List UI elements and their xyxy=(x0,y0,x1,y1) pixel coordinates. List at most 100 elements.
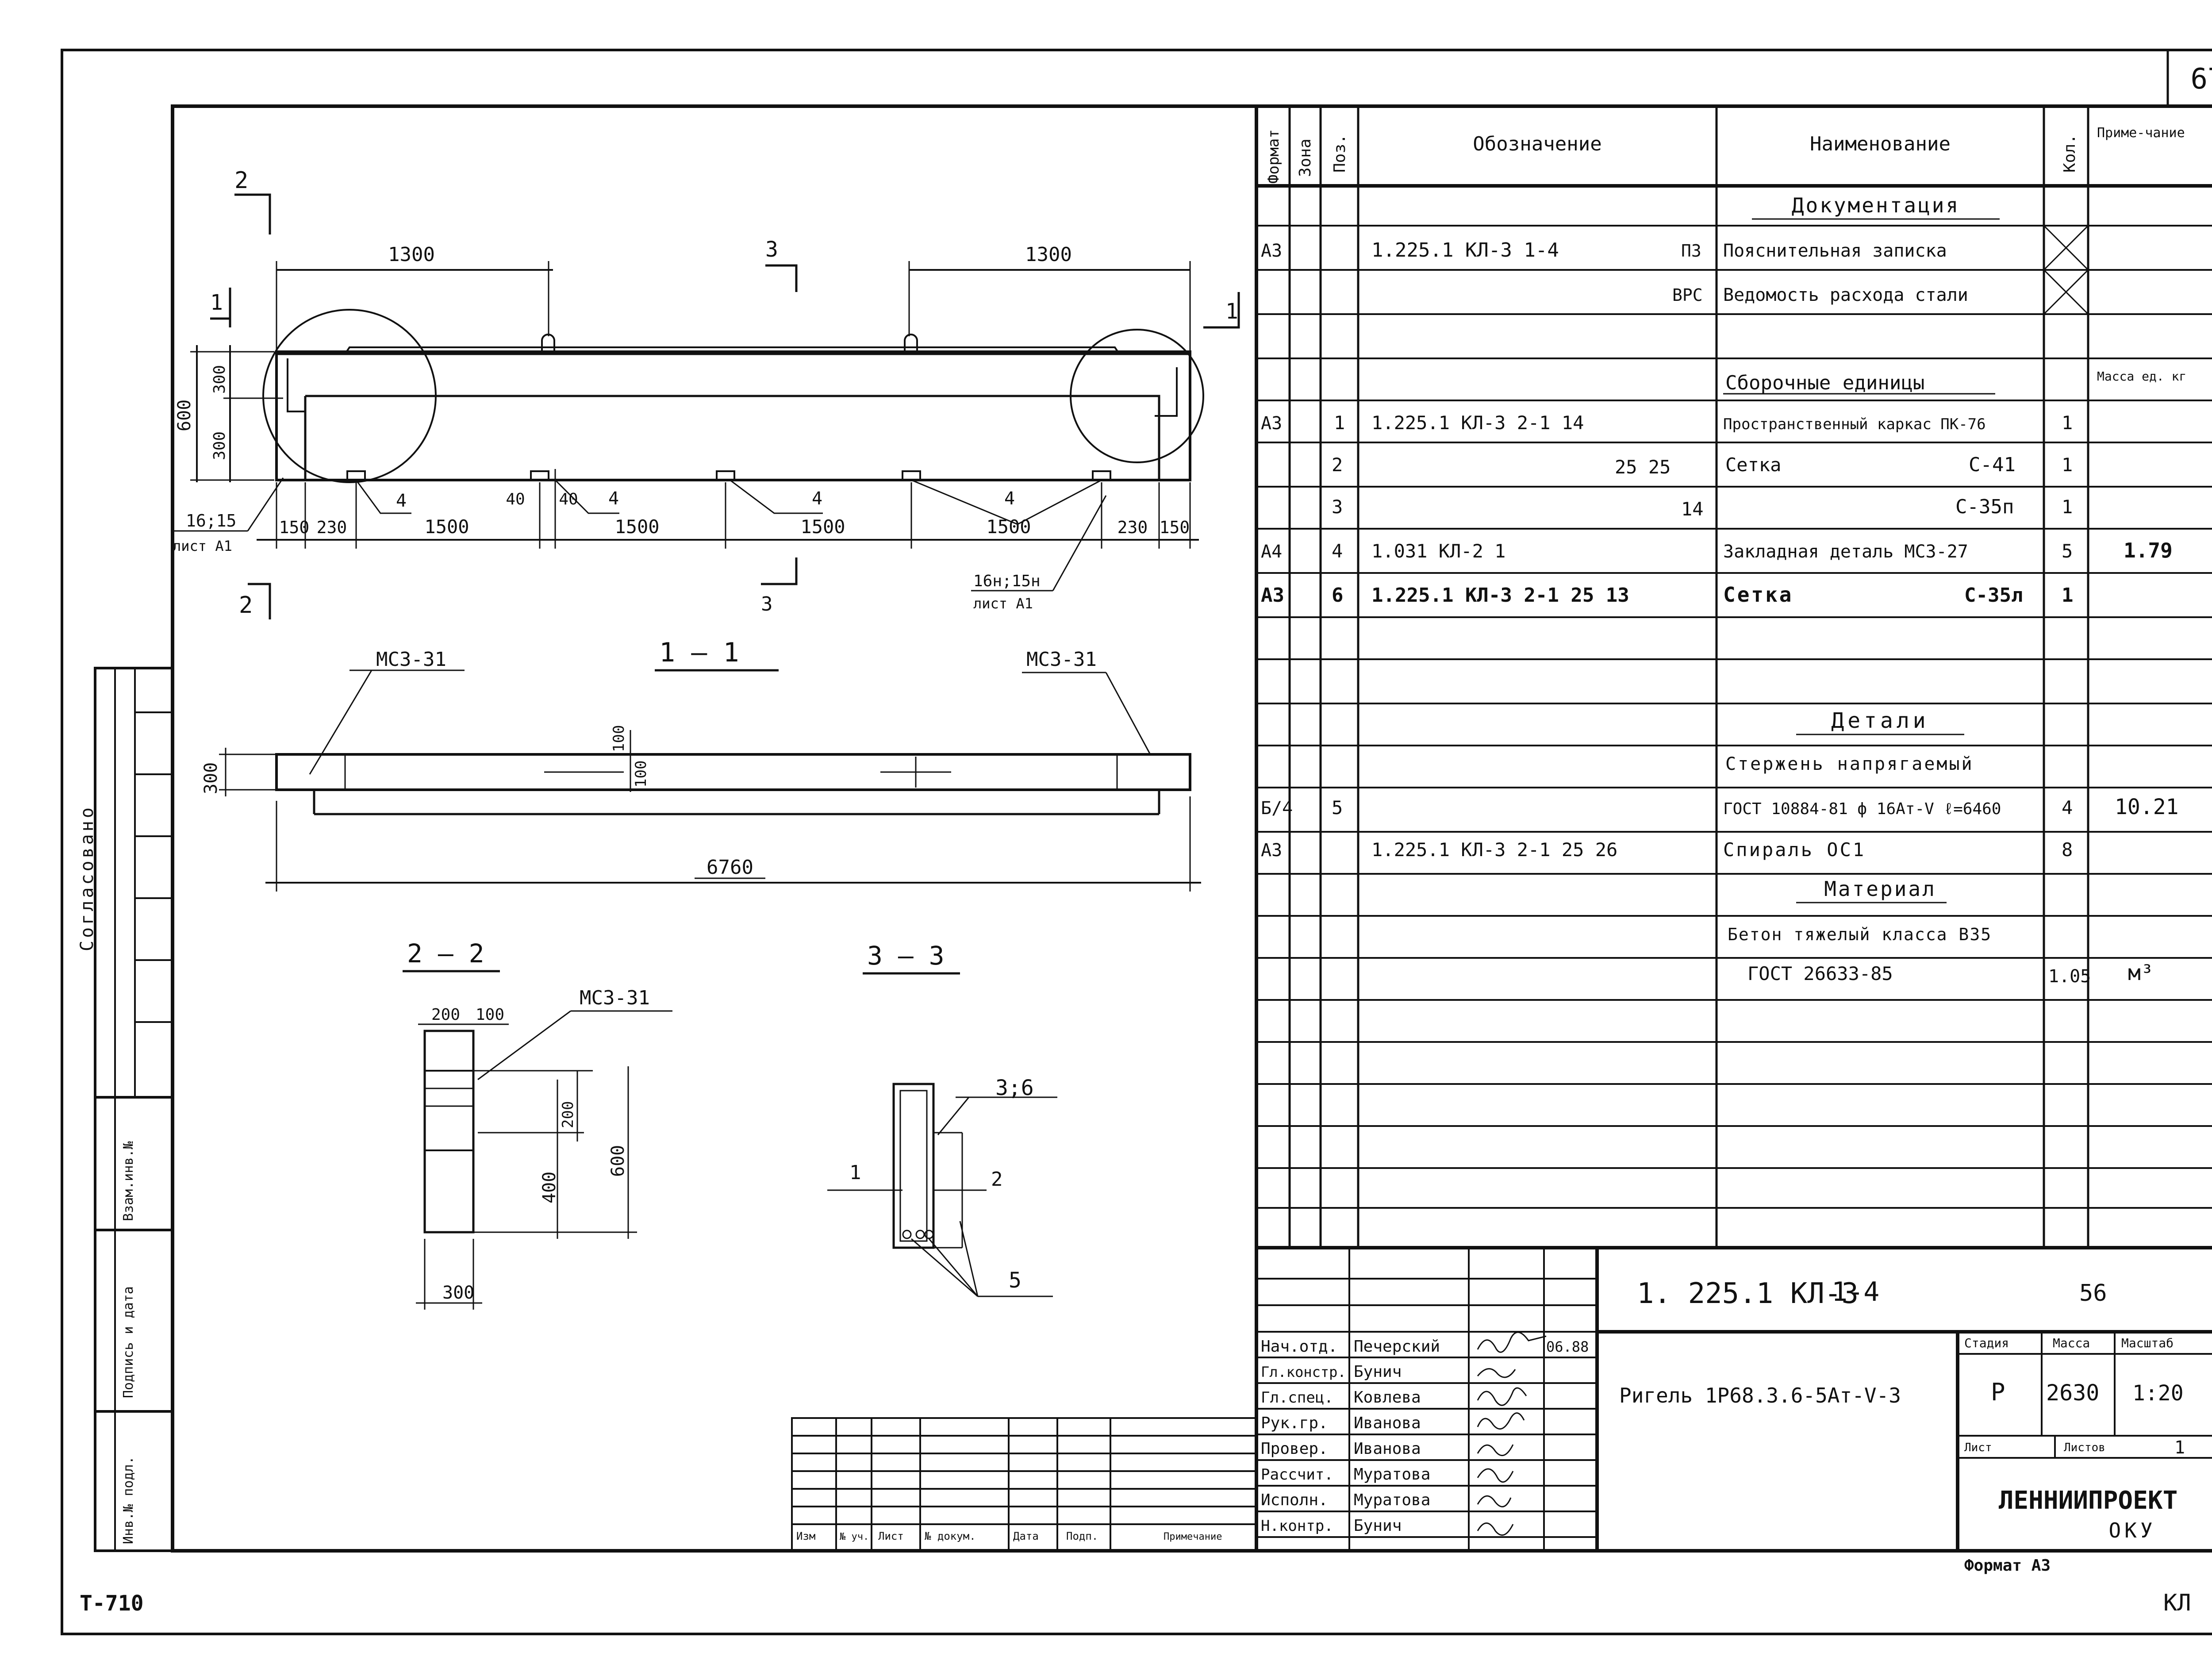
name-7: Бунич xyxy=(1354,1517,1402,1535)
sheet-label: Лист xyxy=(1964,1441,1992,1454)
callout-right-sheet: лист А1 xyxy=(973,595,1033,612)
rev-h-izm: Изм xyxy=(796,1530,815,1542)
dept-name: ОКУ xyxy=(2108,1518,2156,1542)
dim-1500-b: 1500 xyxy=(614,516,659,538)
name-0: Печерский xyxy=(1354,1338,1440,1356)
name-3: Иванова xyxy=(1354,1414,1421,1432)
callout-left: 16;15 xyxy=(186,511,236,530)
s33-2: 2 xyxy=(991,1168,1003,1191)
dim-1500-a: 1500 xyxy=(424,516,469,538)
section-material: Материал xyxy=(1824,877,1936,901)
det3-designation: 1.225.1 КЛ-3 2-1 25 26 xyxy=(1371,839,1617,861)
s33-36: 3;6 xyxy=(995,1076,1034,1100)
callout-right: 16н;15н xyxy=(973,572,1041,590)
det1-name: Стержень напрягаемый xyxy=(1725,754,1974,774)
title-block: Изм № уч. Лист № докум. Дата Подп. Приме… xyxy=(791,1246,2212,1552)
section-documentation: Документация xyxy=(1792,193,1960,217)
asm2-sub: С-41 xyxy=(1969,454,2016,476)
rev-h-uch: № уч. xyxy=(839,1531,869,1542)
mat2-name: ГОСТ 26633-85 xyxy=(1747,963,1893,984)
asm2-name: Сетка xyxy=(1725,454,1781,476)
asm5-designation: 1.225.1 КЛ-3 2-1 25 13 xyxy=(1371,584,1629,607)
signatures xyxy=(1477,1331,1547,1536)
dim-230-left: 230 xyxy=(317,518,347,537)
pos4-label-a: 4 xyxy=(396,491,407,511)
sheet-number: 67 xyxy=(2190,63,2212,96)
name-2: Ковлева xyxy=(1354,1388,1421,1407)
section-2-2: 2 — 2 200 100 МС3-31 200 400 600 300 xyxy=(403,938,672,1310)
mat1-name: Бетон тяжелый класса В35 xyxy=(1728,925,1992,944)
sheets-label: Листов xyxy=(2064,1441,2105,1454)
document-code: 1. 225.1 КЛ-3 xyxy=(1637,1277,1859,1310)
asm4-designation: 1.031 КЛ-2 1 xyxy=(1371,540,1505,562)
side-stamp: Согласовано Взам.инв.№ Подпись и дата Ин… xyxy=(77,667,174,1552)
asm1-format: А3 xyxy=(1261,413,1282,434)
s33-5: 5 xyxy=(1009,1268,1022,1293)
asm3-sub: С-35п xyxy=(1955,496,2014,518)
dim-1300-right: 1300 xyxy=(1025,243,1072,266)
section-1-right: 1 xyxy=(1225,299,1238,324)
s11-dim-100-b: 100 xyxy=(632,761,650,788)
role-0: Нач.отд. xyxy=(1261,1338,1337,1356)
name-5: Муратова xyxy=(1354,1465,1430,1484)
section-11-title: 1 — 1 xyxy=(659,637,739,668)
asm2-designation: 25 25 xyxy=(1615,456,1671,478)
rev-h-sign: Подп. xyxy=(1066,1530,1098,1542)
product-name: Ригель 1Р68.3.6-5Ат-V-3 xyxy=(1619,1384,1901,1407)
s11-mark-right: МС3-31 xyxy=(1026,648,1097,671)
asm5-qty: 1 xyxy=(2062,584,2074,607)
rev-h-doc: № докум. xyxy=(925,1530,976,1542)
doc1-name: Пояснительная записка xyxy=(1723,241,1947,261)
mat2-qty: 1.05 xyxy=(2048,966,2091,987)
rev-h-date: Дата xyxy=(1013,1530,1039,1542)
doc2-name: Ведомость расхода стали xyxy=(1723,285,1968,305)
scale-header: Масштаб xyxy=(2121,1336,2174,1350)
det2-note: 10.21 xyxy=(2115,795,2179,819)
bottom-right-code: КЛ xyxy=(2163,1590,2191,1616)
detail-circle-right xyxy=(1070,329,1204,463)
outer-frame xyxy=(61,49,2212,1635)
asm3-qty: 1 xyxy=(2062,496,2073,518)
asm2-qty: 1 xyxy=(2062,454,2073,476)
dim-1300-left: 1300 xyxy=(388,243,435,266)
doc1-format: А3 xyxy=(1261,241,1282,261)
det3-name: Спираль ОС1 xyxy=(1723,839,1866,861)
asm4-note: 1.79 xyxy=(2124,538,2173,562)
asm1-designation: 1.225.1 КЛ-3 2-1 14 xyxy=(1371,412,1584,434)
bottom-left-code: Т-710 xyxy=(80,1591,144,1616)
doc1-code: ПЗ xyxy=(1681,241,1701,261)
header-name: Наименование xyxy=(1810,133,1951,155)
asm5-sub: С-35л xyxy=(1964,584,2023,607)
header-pos: Поз. xyxy=(1331,134,1349,173)
pos4-label-c: 4 xyxy=(812,488,822,509)
dim-230-right: 230 xyxy=(1118,518,1148,537)
section-1-1: 1 — 1 МС3-31 МС3-31 300 100 100 6760 xyxy=(201,637,1201,892)
mass-value: 2630 xyxy=(2046,1380,2099,1406)
stage-value: Р xyxy=(1991,1378,2005,1406)
format-label: Формат А3 xyxy=(1964,1557,2051,1575)
callout-left-sheet: лист А1 xyxy=(173,538,232,554)
det2-qty: 4 xyxy=(2062,797,2073,819)
dim-600: 600 xyxy=(174,400,195,431)
section-3-3: 3 — 3 3;6 1 2 5 xyxy=(827,941,1057,1297)
header-format: Формат xyxy=(1265,129,1283,184)
s22-dim-100: 100 xyxy=(476,1006,504,1024)
name-6: Муратова xyxy=(1354,1491,1430,1509)
asm5-format: А3 xyxy=(1261,584,1284,607)
doc2-code: ВРС xyxy=(1672,285,1703,305)
role-7: Н.контр. xyxy=(1261,1517,1333,1535)
s11-mark-left: МС3-31 xyxy=(376,648,446,671)
asm4-pos: 4 xyxy=(1332,540,1343,562)
section-assembly: Сборочные единицы xyxy=(1725,372,1924,394)
s11-dim-300: 300 xyxy=(201,762,221,794)
dim-40-a: 40 xyxy=(506,490,525,508)
header-note: Приме-чание xyxy=(2097,125,2185,141)
s22-dim-400: 400 xyxy=(539,1172,560,1203)
dim-150-right: 150 xyxy=(1160,518,1190,537)
header-zone: Зона xyxy=(1296,138,1314,177)
detail-circle-left xyxy=(262,309,437,483)
name-1: Бунич xyxy=(1354,1363,1402,1381)
s22-dim-300: 300 xyxy=(442,1283,474,1303)
sheet-number-box xyxy=(2166,49,2212,108)
